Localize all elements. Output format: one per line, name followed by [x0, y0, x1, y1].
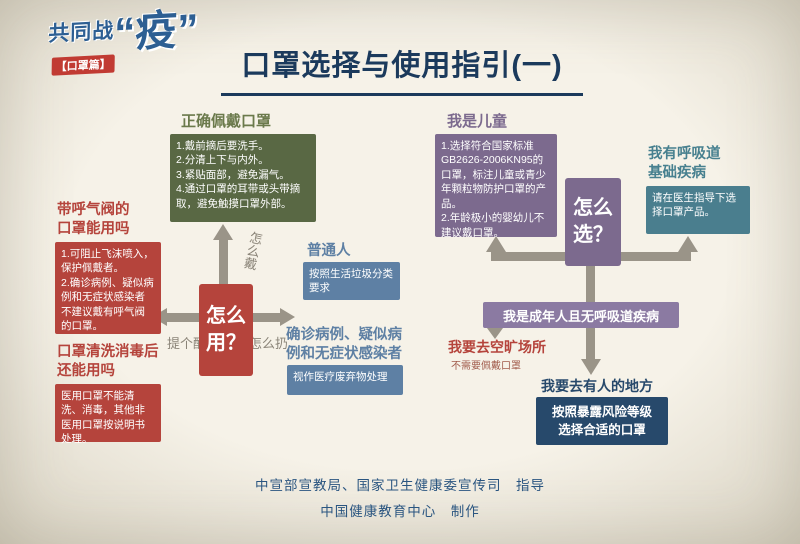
- logo-badge: 【口罩篇】: [51, 54, 115, 76]
- how-choose-box: 怎么 选？: [565, 178, 621, 266]
- campaign-logo: 共同战“疫” 【口罩篇】: [48, 4, 199, 76]
- reminder-label: 提个醒: [167, 336, 207, 351]
- open-area-header: 我要去空旷场所: [448, 339, 546, 355]
- crowded-box: 按照暴露风险等级 选择合适的口罩: [536, 397, 668, 445]
- up-arrow-shaft: [219, 240, 228, 286]
- page-title: 口罩选择与使用指引(一): [221, 42, 583, 96]
- confirmed-cases-header: 确诊病例、疑似病 例和无症状感染者: [286, 327, 402, 362]
- how-use-box: 怎么 用？: [199, 284, 253, 376]
- how-use-text: 怎么 用？: [206, 305, 246, 354]
- ordinary-person-header: 普通人: [307, 243, 351, 259]
- choose-left-arrowhead: [486, 236, 506, 252]
- respiratory-info-box: 请在医生指导下选择口罩产品。: [646, 186, 750, 234]
- logo-text-line: 共同战“疫”: [48, 4, 199, 58]
- washing-question-header: 口罩清洗消毒后 还能用吗: [57, 344, 159, 379]
- child-header: 我是儿童: [447, 113, 508, 130]
- confirmed-cases-box: 视作医疗废弃物处理: [287, 365, 403, 395]
- footer-credit-1: 中宣部宣教局、国家卫生健康委宣传司 指导: [255, 478, 545, 493]
- how-to-wear-label: 怎么戴: [241, 229, 264, 272]
- valve-question-header: 带呼气阀的 口罩能用吗: [57, 202, 130, 237]
- left-arrow-shaft: [165, 313, 199, 322]
- up-arrowhead: [213, 224, 233, 240]
- wear-info-box: 1.戴前摘后要洗手。 2.分清上下与内外。 3.紧贴面部，避免漏气。 4.通过口…: [170, 134, 316, 222]
- wear-section-header: 正确佩戴口罩: [181, 113, 272, 130]
- washing-info-box: 医用口罩不能清洗、消毒，其他非医用口罩按说明书处理。: [55, 384, 161, 445]
- crowded-down-shaft: [586, 328, 595, 361]
- open-area-arrowhead: [487, 328, 503, 339]
- right-arrow-shaft: [253, 313, 280, 322]
- open-area-note: 不需要佩戴口罩: [451, 361, 521, 372]
- choose-right-arrowhead: [678, 236, 698, 252]
- crowded-down-arrowhead: [581, 359, 601, 375]
- adult-bar: 我是成年人且无呼吸道疾病: [483, 302, 679, 328]
- footer-credit-2: 中国健康教育中心 制作: [320, 504, 480, 519]
- ordinary-person-box: 按照生活垃圾分类要求: [303, 262, 400, 300]
- respiratory-header: 我有呼吸道 基础疾病: [648, 146, 721, 181]
- child-info-box: 1.选择符合国家标准GB2626-2006KN95的口罩，标注儿童或青少年颗粒物…: [435, 134, 557, 239]
- discard-label: 怎么扔: [249, 336, 289, 351]
- how-choose-text: 怎么 选？: [573, 197, 613, 246]
- logo-yi: “疫”: [113, 4, 199, 57]
- logo-prefix: 共同战: [48, 19, 115, 46]
- choose-down-shaft: [586, 266, 595, 302]
- valve-info-box: 1.可阻止飞沫喷入，保护佩戴者。 2.确诊病例、疑似病例和无症状感染者不建议戴有…: [55, 242, 161, 334]
- right-arrowhead: [280, 308, 295, 326]
- crowded-header: 我要去有人的地方: [541, 378, 653, 394]
